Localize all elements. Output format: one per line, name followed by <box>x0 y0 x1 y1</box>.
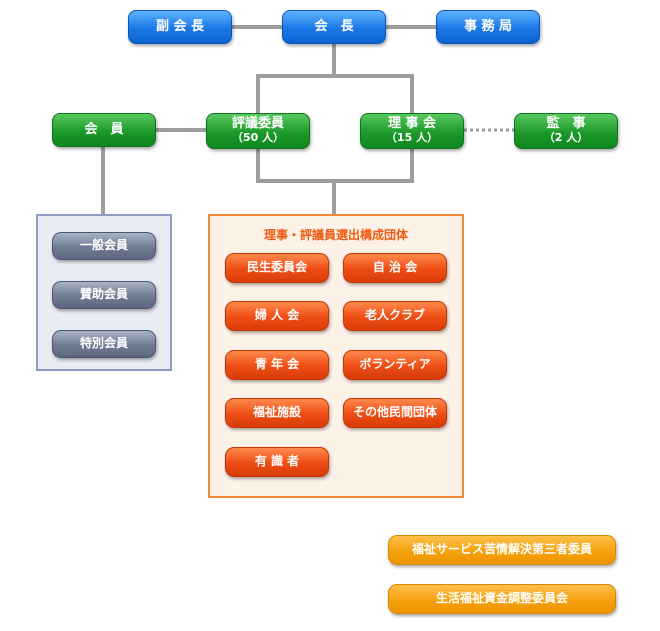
member-type-label: 特別会員 <box>79 336 128 351</box>
org-item: 青 年 会 <box>225 350 329 380</box>
directors-count: （15 人） <box>385 131 439 145</box>
councilors-count: （50 人） <box>231 131 285 145</box>
chair-node: 会 長 <box>282 10 386 44</box>
organizations-title: 理事・評議員選出構成団体 <box>263 228 408 242</box>
org-item-label: その他民間団体 <box>352 405 437 420</box>
member-type-label: 一般会員 <box>79 238 128 253</box>
member-type-special: 特別会員 <box>52 330 156 358</box>
org-item-label: 民生委員会 <box>246 260 307 275</box>
auditors-label: 監 事 <box>546 116 586 132</box>
org-item: 婦 人 会 <box>225 301 329 331</box>
org-item-label: 老人クラブ <box>364 308 425 323</box>
vice-chair-label: 副 会 長 <box>155 18 205 34</box>
secretariat-node: 事 務 局 <box>436 10 540 44</box>
org-item: ボランティア <box>343 350 447 380</box>
councilors-node: 評議委員 （50 人） <box>206 113 310 149</box>
auditors-count: （2 人） <box>543 131 589 145</box>
directors-node: 理 事 会 （15 人） <box>360 113 464 149</box>
chair-label: 会 長 <box>314 18 354 34</box>
members-label: 会 員 <box>84 121 124 137</box>
org-item: 民生委員会 <box>225 253 329 283</box>
connector-branch-top <box>256 74 414 114</box>
org-item: 福祉施設 <box>225 398 329 428</box>
org-item-label: 福祉施設 <box>252 405 301 420</box>
committee-label: 生活福祉資金調整委員会 <box>435 591 568 606</box>
org-item: 有 識 者 <box>225 447 329 477</box>
org-item-label: 婦 人 会 <box>254 308 300 323</box>
connector-branch-bottom <box>256 148 414 183</box>
vice-chair-node: 副 会 長 <box>128 10 232 44</box>
secretariat-label: 事 務 局 <box>463 18 513 34</box>
org-item-label: ボランティア <box>359 357 431 372</box>
councilors-label: 評議委員 <box>231 116 284 132</box>
org-item-label: 青 年 会 <box>254 357 300 372</box>
org-item: 自 治 会 <box>343 253 447 283</box>
org-item: 老人クラブ <box>343 301 447 331</box>
auditors-node: 監 事 （2 人） <box>514 113 618 149</box>
committee-label: 福祉サービス苦情解決第三者委員 <box>411 542 592 557</box>
member-type-general: 一般会員 <box>52 232 156 260</box>
third-party-committee-node: 福祉サービス苦情解決第三者委員 <box>388 535 616 565</box>
members-node: 会 員 <box>52 113 156 147</box>
org-item: その他民間団体 <box>343 398 447 428</box>
org-item-label: 自 治 会 <box>372 260 418 275</box>
directors-label: 理 事 会 <box>387 116 437 132</box>
org-item-label: 有 識 者 <box>254 454 300 469</box>
member-type-supporting: 賛助会員 <box>52 281 156 309</box>
member-type-label: 賛助会員 <box>79 287 128 302</box>
welfare-fund-committee-node: 生活福祉資金調整委員会 <box>388 584 616 614</box>
